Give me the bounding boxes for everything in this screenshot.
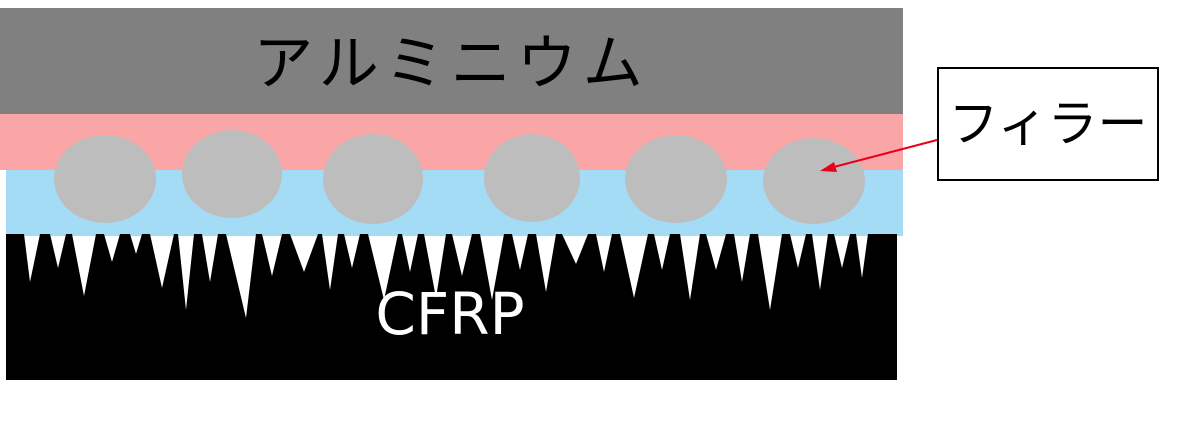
aluminum-label: アルミニウム <box>253 29 648 99</box>
filler-callout-box <box>937 67 1159 181</box>
filler-callout-arrowhead <box>820 162 837 172</box>
filler-particle <box>54 135 156 223</box>
filler-particle <box>763 138 865 224</box>
filler-particle <box>484 134 580 222</box>
filler-particle <box>323 134 423 224</box>
aluminum-layer <box>0 8 903 114</box>
cfrp-label: CFRP <box>375 280 524 348</box>
cfrp-layer <box>6 234 897 380</box>
filler-particle <box>625 135 727 223</box>
filler-callout-label: フィラー <box>949 95 1148 153</box>
filler-callout-arrow <box>829 139 938 169</box>
filler-particle <box>182 130 282 218</box>
